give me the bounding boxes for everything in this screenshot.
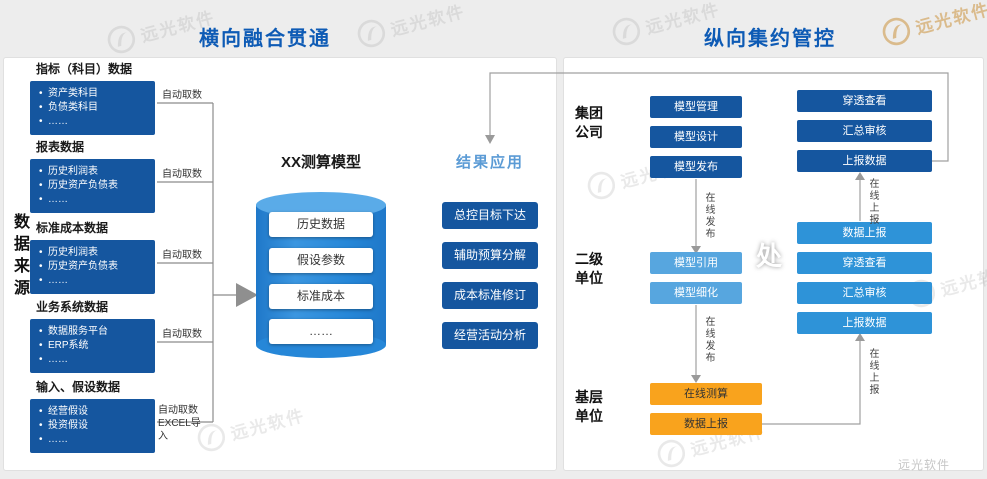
group-box: 资产类科目 负债类科目 ……	[30, 81, 155, 135]
list-item: 投资假设	[38, 419, 149, 433]
watermark-corner-text: 远光软件	[898, 458, 951, 472]
yg-logo-icon	[882, 17, 911, 46]
online-publish-label: 在线发布	[703, 316, 714, 364]
flow-box-data-report: 数据上报	[797, 222, 932, 244]
flow-box-online-calc: 在线测算	[650, 383, 762, 405]
group-header: 业务系统数据	[36, 300, 109, 314]
group-box: 历史利润表 历史资产负债表 ……	[30, 159, 155, 213]
auto-fetch-label: 自动取数	[162, 250, 202, 261]
list-item: ……	[38, 433, 149, 447]
flow-box-model-publish: 模型发布	[650, 156, 742, 178]
auto-fetch-label: 自动取数	[162, 329, 202, 340]
feedback-line	[489, 72, 949, 162]
arrow-down-publish-1	[691, 246, 701, 254]
watermark: 远光软件	[103, 0, 218, 58]
result-box: 成本标准修订	[442, 282, 538, 309]
flow-box-model-refine: 模型细化	[650, 282, 742, 304]
level-label-second: 二级单位	[575, 251, 603, 286]
group-header: 输入、假设数据	[36, 380, 121, 394]
online-publish-label: 在线发布	[703, 192, 714, 240]
flow-box-reported-data: 上报数据	[797, 150, 932, 172]
level-label-group: 集团公司	[575, 105, 603, 140]
auto-fetch-excel-label: 自动取数 EXCEL导入	[158, 405, 201, 442]
online-report-label: 在线上报	[867, 348, 878, 396]
list-item: ERP系统	[38, 339, 149, 353]
data-group-input-assumptions: 输入、假设数据 经营假设 投资假设 ……	[30, 378, 155, 453]
data-group-business-systems: 业务系统数据 数据服务平台 ERP系统 ……	[30, 298, 155, 373]
right-section-title: 纵向集约管控	[704, 28, 836, 50]
list-item: 数据服务平台	[38, 325, 149, 339]
model-cylinder: 历史数据 假设参数 标准成本 ……	[256, 192, 386, 358]
flow-box-model-design: 模型设计	[650, 126, 742, 148]
model-layer: 标准成本	[269, 284, 373, 309]
model-layer: ……	[269, 319, 373, 344]
left-section-title: 横向融合贯通	[199, 28, 331, 50]
model-layer: 假设参数	[269, 248, 373, 273]
list-item: 经营假设	[38, 405, 149, 419]
online-report-label: 在线上报	[867, 178, 878, 226]
yg-logo-icon	[107, 25, 136, 54]
arrow-up-report-1	[855, 172, 865, 180]
list-item: ……	[38, 115, 149, 129]
arrow-into-model	[236, 283, 258, 307]
group-box: 历史利润表 历史资产负债表 ……	[30, 240, 155, 294]
data-source-label: 数据来源	[11, 213, 28, 301]
result-box: 总控目标下达	[442, 202, 538, 229]
model-title: XX测算模型	[280, 154, 361, 171]
model-layer: 历史数据	[269, 212, 373, 237]
watermark: 远光软件	[193, 398, 308, 456]
flow-box-reported-data-2: 上报数据	[797, 312, 932, 334]
list-item: 历史资产负债表	[38, 260, 149, 274]
result-box: 经营活动分析	[442, 322, 538, 349]
flow-box-drill-view-2: 穿透查看	[797, 252, 932, 274]
data-flow-lines	[157, 102, 238, 423]
group-box: 经营假设 投资假设 ……	[30, 399, 155, 453]
watermark: 远光软件	[583, 146, 698, 204]
flow-box-drill-view: 穿透查看	[797, 90, 932, 112]
list-item: 资产类科目	[38, 87, 149, 101]
group-header: 指标（科目）数据	[36, 62, 133, 76]
list-item: ……	[38, 353, 149, 367]
flow-box-summary-audit: 汇总审核	[797, 120, 932, 142]
yg-logo-icon	[197, 423, 226, 452]
list-item: 历史资产负债表	[38, 179, 149, 193]
auto-fetch-label: 自动取数	[162, 169, 202, 180]
yg-logo-icon	[357, 19, 386, 48]
list-item: 负债类科目	[38, 101, 149, 115]
yg-logo-icon	[657, 439, 686, 468]
group-header: 报表数据	[36, 140, 85, 154]
data-group-indicators: 指标（科目）数据 资产类科目 负债类科目 ……	[30, 60, 155, 135]
watermark: 远光软件	[608, 0, 723, 50]
overlay-character: 处	[756, 241, 783, 271]
list-item: 历史利润表	[38, 246, 149, 260]
arrow-down-publish-2	[691, 375, 701, 383]
arrow-up-report-2	[855, 333, 865, 341]
group-box: 数据服务平台 ERP系统 ……	[30, 319, 155, 373]
list-item: ……	[38, 274, 149, 288]
result-box: 辅助预算分解	[442, 242, 538, 269]
watermark: 远光软件	[878, 0, 987, 50]
flow-box-base-data-report: 数据上报	[650, 413, 762, 435]
arrow-down-results	[485, 135, 495, 144]
yg-logo-icon	[612, 17, 641, 46]
data-group-standard-cost: 标准成本数据 历史利润表 历史资产负债表 ……	[30, 219, 155, 294]
flow-box-model-reference: 模型引用	[650, 252, 742, 274]
list-item: 历史利润表	[38, 165, 149, 179]
report-line-2	[762, 340, 861, 425]
watermark: 远光软件	[353, 0, 468, 52]
flow-box-model-manage: 模型管理	[650, 96, 742, 118]
flow-box-summary-audit-2: 汇总审核	[797, 282, 932, 304]
watermark: 远光软件	[653, 414, 768, 472]
data-group-reports: 报表数据 历史利润表 历史资产负债表 ……	[30, 138, 155, 213]
yg-logo-icon	[587, 171, 616, 200]
results-title: 结果应用	[455, 154, 524, 171]
auto-fetch-label: 自动取数	[162, 90, 202, 101]
level-label-base: 基层单位	[575, 389, 603, 424]
group-header: 标准成本数据	[36, 221, 109, 235]
list-item: ……	[38, 193, 149, 207]
